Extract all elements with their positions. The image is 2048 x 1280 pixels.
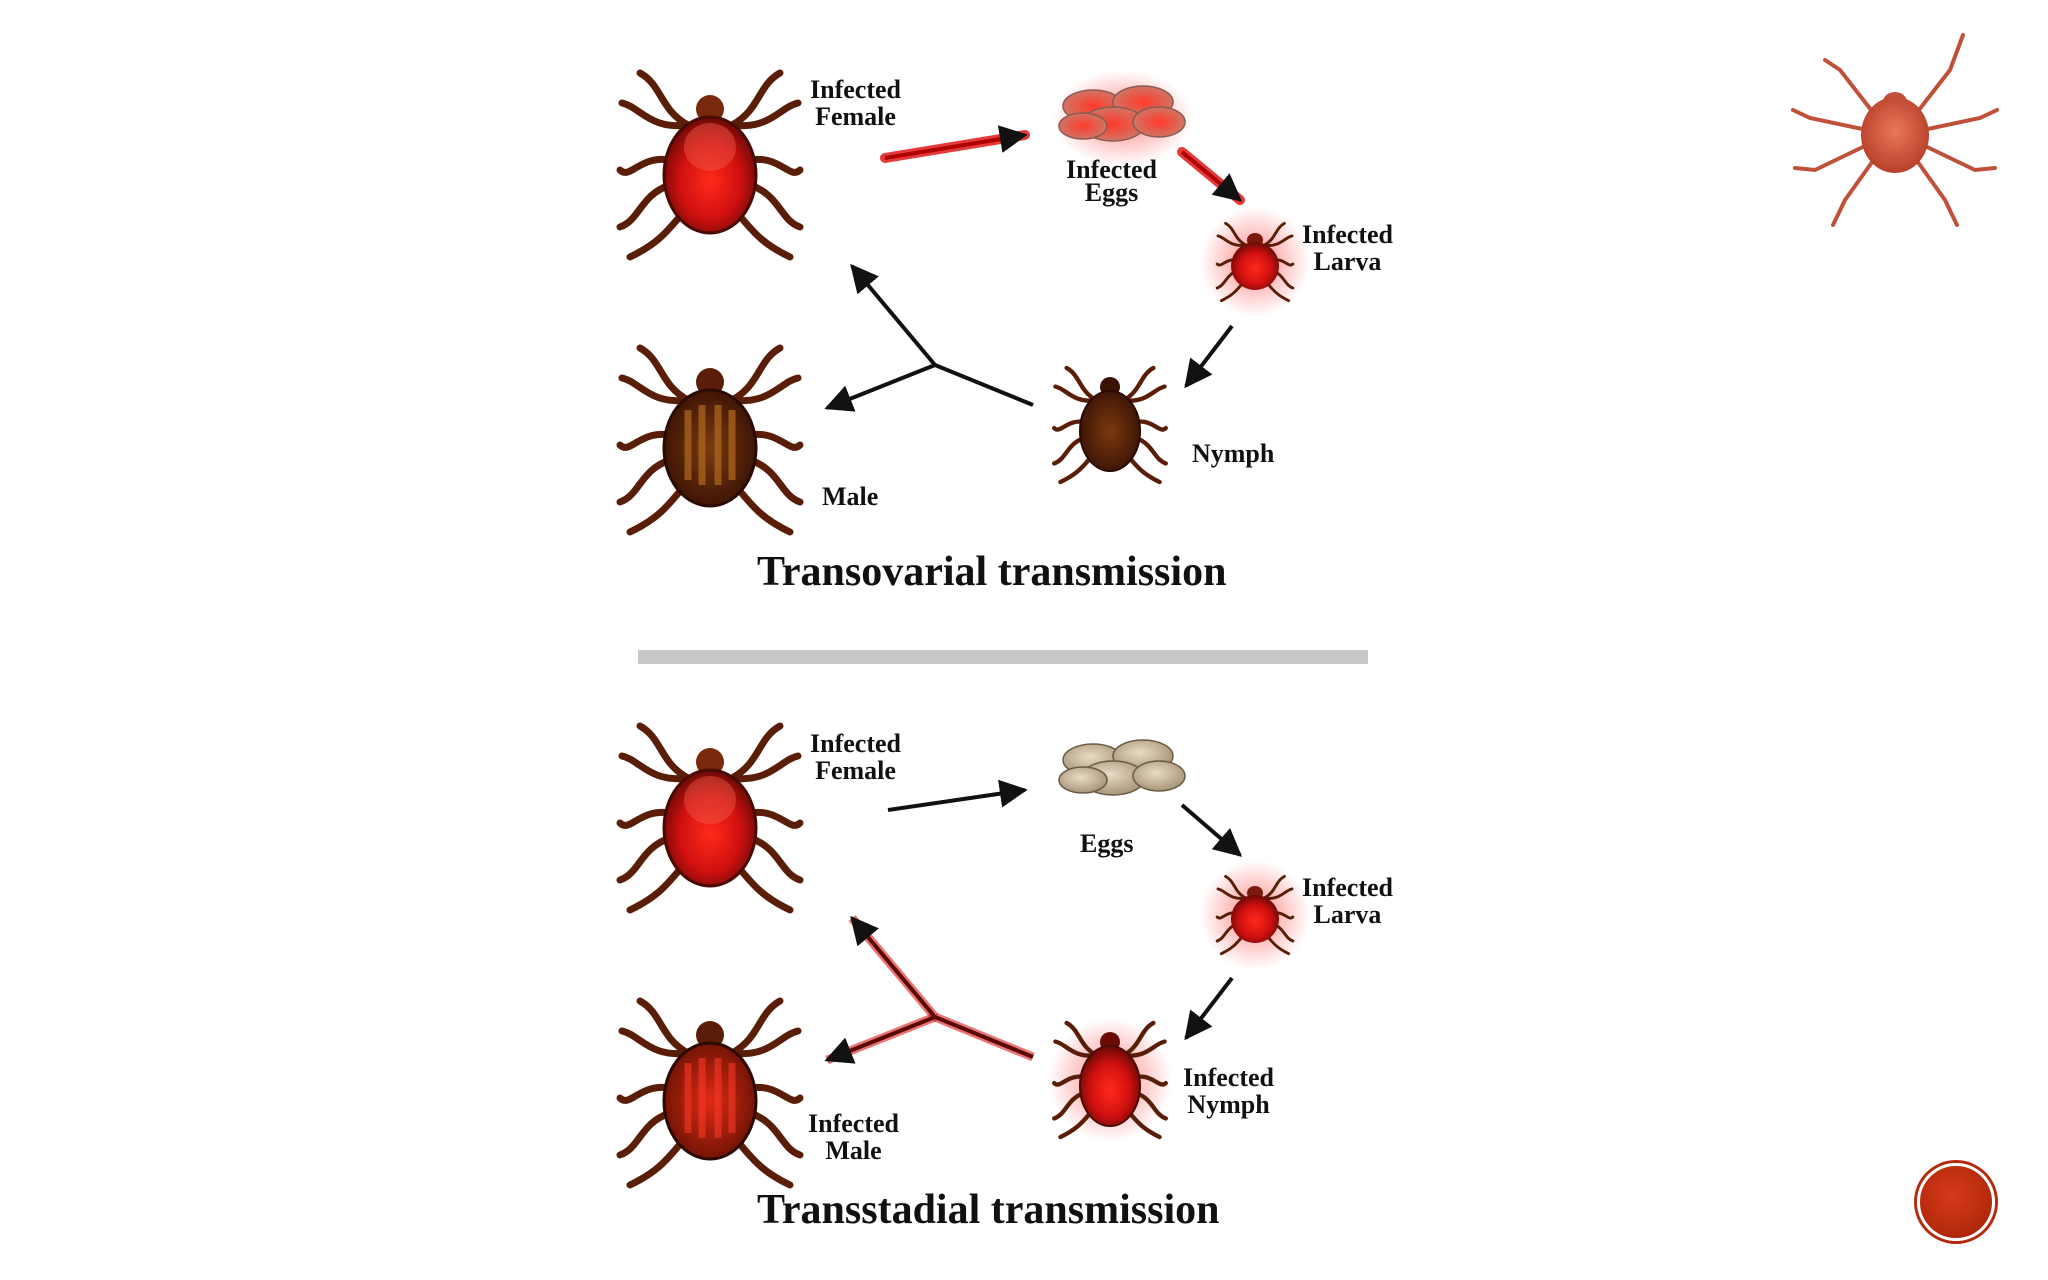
- label-eggs-bottom: Eggs: [1080, 829, 1134, 858]
- tick-male-top: [620, 348, 800, 532]
- arrow-nymph-split-top: [824, 263, 1034, 412]
- eggs-bottom: [1058, 739, 1186, 796]
- arrow-nymph-split-bottom: [824, 915, 1035, 1065]
- arrow-larva-to-nymph-bottom: [1184, 976, 1234, 1041]
- arrow-eggs-to-larva-bottom: [1180, 803, 1243, 857]
- label-nymph-top: Nymph: [1192, 439, 1275, 468]
- tick-female-infected-top: [620, 73, 800, 257]
- tick-nymph-top: [1054, 368, 1166, 482]
- arrow-female-to-eggs-bottom: [887, 779, 1028, 812]
- section-divider: [638, 650, 1368, 664]
- eggs-infected-top: [1053, 70, 1193, 166]
- arrow-larva-to-nymph-top: [1184, 324, 1234, 389]
- tick-larva-infected-bottom: [1200, 860, 1310, 970]
- title-transovarial: Transovarial transmission: [757, 549, 1227, 595]
- title-transstadial: Transstadial transmission: [757, 1187, 1220, 1233]
- tick-male-infected-bottom: [620, 1001, 800, 1185]
- tick-larva-infected-top: [1200, 207, 1310, 317]
- label-male-top: Male: [822, 482, 879, 511]
- mite-icon: [1791, 33, 1999, 227]
- tick-nymph-infected-bottom: [1048, 1018, 1172, 1142]
- tick-female-infected-bottom: [620, 726, 800, 910]
- circle-button-icon[interactable]: [1917, 1163, 1995, 1241]
